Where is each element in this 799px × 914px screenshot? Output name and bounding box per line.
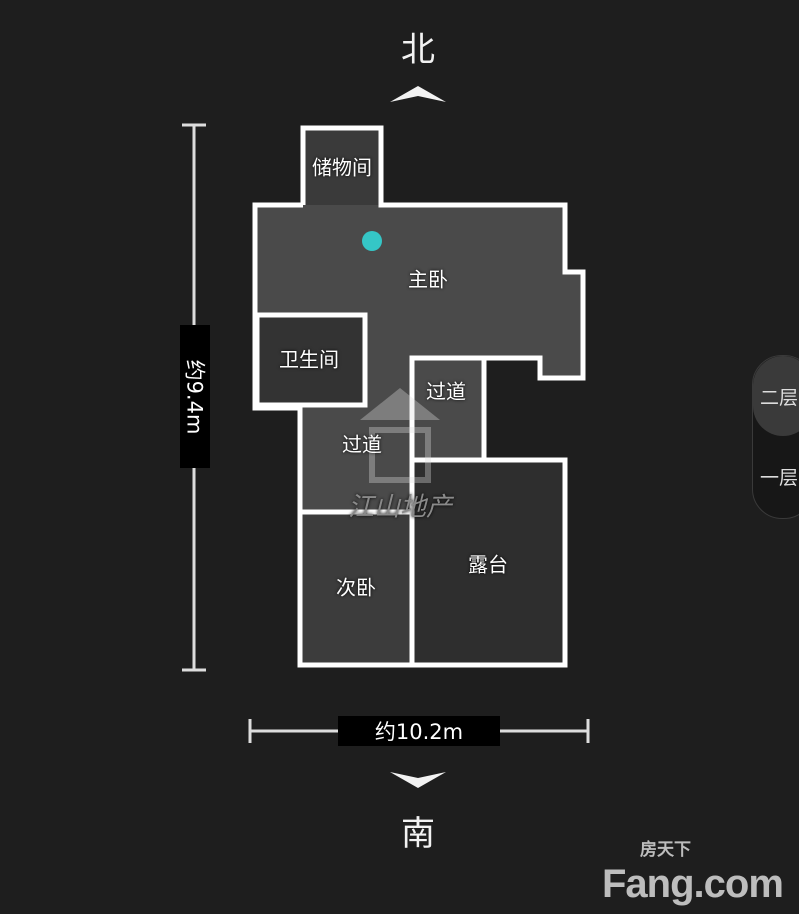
room-label-storage: 储物间: [312, 155, 372, 180]
floor-button-2[interactable]: 二层: [753, 356, 799, 436]
floor-button-1[interactable]: 一层: [760, 466, 799, 489]
room-label-corridor-2: 过道: [342, 432, 382, 457]
floor-switcher: 二层 一层: [752, 355, 799, 519]
logo-cn: 房天下: [640, 840, 691, 859]
width-dimension-label: 约10.2m: [338, 716, 500, 746]
north-label: 北: [401, 30, 435, 70]
camera-position-icon: [362, 231, 382, 251]
watermark-logo: [360, 388, 440, 483]
room-label-second-bedroom: 次卧: [336, 575, 376, 600]
height-dimension: 约9.4m: [180, 325, 210, 468]
height-dimension-label: 约9.4m: [182, 359, 207, 434]
south-arrow-icon: [390, 772, 446, 788]
room-label-terrace: 露台: [468, 552, 508, 577]
north-arrow-icon: [390, 86, 446, 102]
watermark-text: 江山地产: [347, 492, 453, 523]
logo-en: Fang.com: [602, 862, 784, 906]
south-label: 南: [401, 814, 435, 854]
room-label-corridor-1: 过道: [426, 379, 466, 404]
room-label-master-bedroom: 主卧: [408, 267, 448, 292]
room-label-bathroom: 卫生间: [279, 347, 339, 372]
